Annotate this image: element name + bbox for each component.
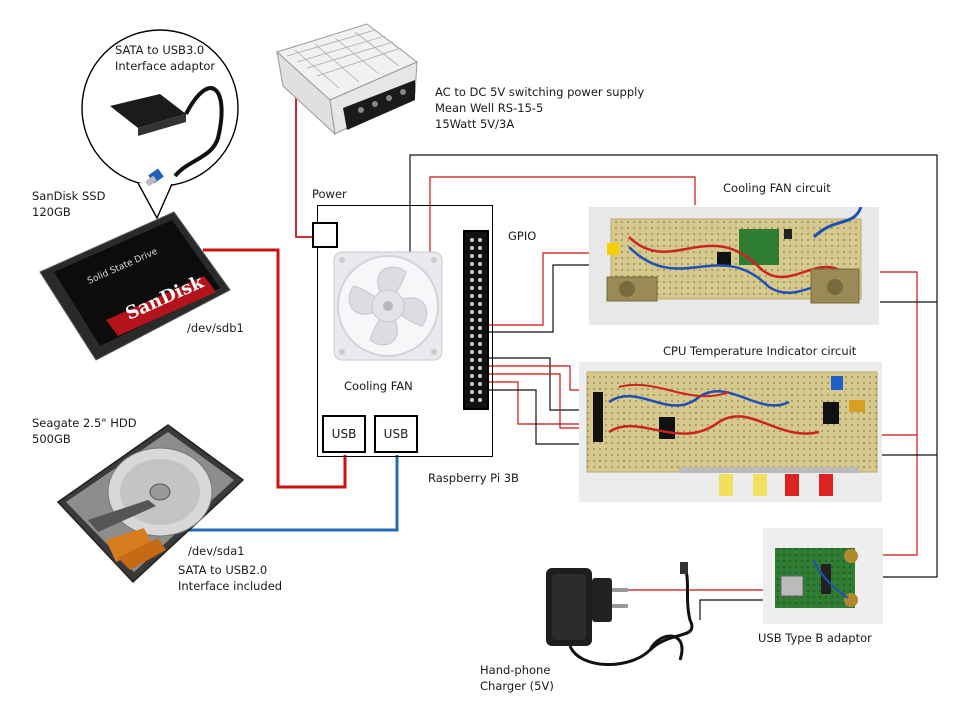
gpio-label: GPIO [508, 229, 537, 243]
wire-gpio-cpu-3 [488, 373, 590, 429]
black-wire-gpio-fan [488, 264, 603, 333]
rpi-label: Raspberry Pi 3B [428, 471, 519, 485]
usb-port-1-label: USB [331, 427, 357, 441]
sata-usb3-line1: SATA to USB3.0 [115, 43, 205, 57]
sandisk-line2: 120GB [32, 205, 71, 219]
blue-wire-hdd [185, 455, 399, 532]
usb-port-2: USB [374, 415, 418, 453]
wire-gpio-cpu-5 [488, 389, 590, 445]
sata-usb2-line2: Interface included [178, 579, 283, 593]
charger-line1: Hand-phone [480, 663, 551, 677]
usb-typeb-label: USB Type B adaptor [758, 631, 872, 645]
charger-line2: Charger (5V) [480, 679, 554, 693]
fan-icon [333, 251, 443, 361]
red-wire-psu [295, 98, 312, 238]
psu-line3: 15Watt 5V/3A [435, 117, 515, 131]
psu-line1: AC to DC 5V switching power supply [435, 85, 645, 99]
sata-usb2-line1: SATA to USB2.0 [178, 563, 268, 577]
wire-gpio-cpu-4 [488, 381, 590, 425]
sata-usb3-line2: Interface adaptor [115, 59, 216, 73]
gpio-header-icon [463, 230, 489, 410]
sandisk-label: SanDisk SSD 120GB [32, 188, 105, 220]
charger-icon [546, 562, 694, 666]
usb-port-1: USB [322, 415, 366, 453]
black-wire-charger [699, 599, 775, 620]
sandisk-line1: SanDisk SSD [32, 189, 106, 203]
power-label: Power [312, 187, 347, 201]
red-wire-fan [429, 176, 696, 258]
power-port [312, 222, 338, 248]
cpu-temp-board-icon [579, 362, 882, 502]
seagate-label: Seagate 2.5" HDD 500GB [32, 415, 137, 447]
charger-label: Hand-phone Charger (5V) [480, 662, 554, 694]
red-wire-right [877, 271, 918, 556]
hdd-dev-label: /dev/sda1 [188, 544, 245, 558]
sata-usb3-label: SATA to USB3.0 Interface adaptor [115, 42, 215, 74]
fan-circuit-label: Cooling FAN circuit [723, 181, 831, 195]
sata-usb2-label: SATA to USB2.0 Interface included [178, 562, 282, 594]
usb-typeb-board-icon [763, 528, 883, 624]
red-wire-gpio-fan [488, 252, 603, 326]
ssd-icon: SanDisk Solid State Drive [39, 211, 231, 361]
seagate-line1: Seagate 2.5" HDD [32, 416, 137, 430]
seagate-line2: 500GB [32, 432, 71, 446]
sata-usb3-bubble [81, 29, 239, 220]
psu-label: AC to DC 5V switching power supply Mean … [435, 84, 644, 132]
ssd-dev-label: /dev/sdb1 [187, 321, 244, 335]
sata-usb3-adapter-icon [110, 86, 224, 187]
wire-gpio-cpu-1 [488, 357, 590, 411]
usb-port-2-label: USB [383, 427, 409, 441]
psu-line2: Mean Well RS-15-5 [435, 101, 544, 115]
black-wire-loop [409, 154, 938, 578]
red-wire-ssd [203, 248, 347, 489]
cooling-fan-label: Cooling FAN [344, 379, 413, 393]
cpu-temp-label: CPU Temperature Indicator circuit [663, 344, 857, 358]
fan-circuit-board-icon [589, 207, 879, 325]
raspberry-pi-board [317, 205, 493, 457]
hdd-icon [56, 424, 245, 584]
psu-icon [276, 23, 418, 136]
